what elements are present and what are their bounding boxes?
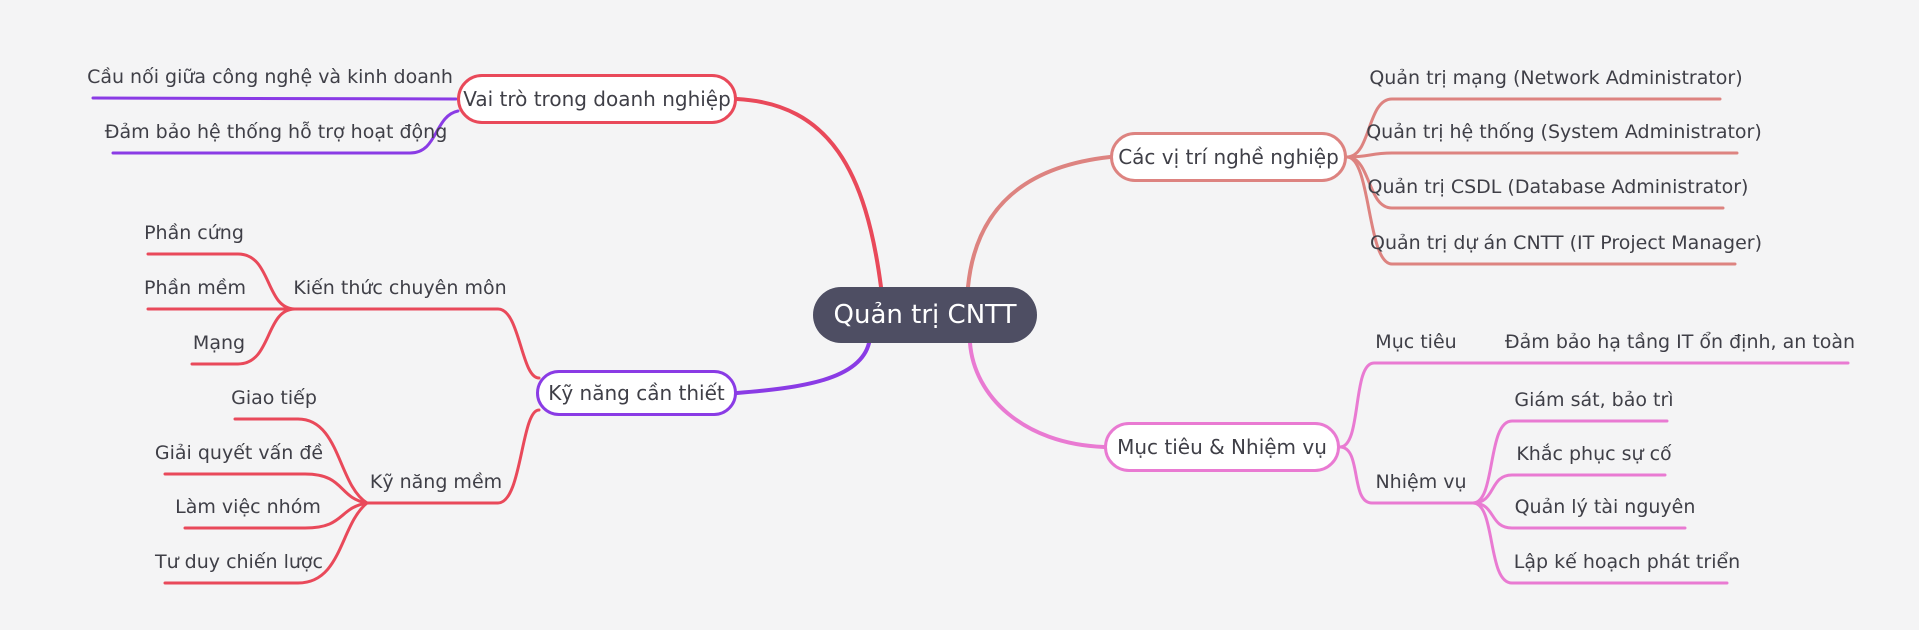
edge-nhiem-vu-line	[1338, 445, 1475, 505]
edge-dam-bao-he-thong-line	[111, 109, 460, 155]
node-quan-ly-tai-nguyen[interactable]: Quản lý tài nguyên	[1514, 496, 1696, 518]
node-khac-phuc-su-co[interactable]: Khắc phục sự cố	[1516, 443, 1672, 465]
node-quan-tri-du-an-cntt[interactable]: Quản trị dự án CNTT (IT Project Manager)	[1370, 232, 1762, 254]
edge-center-to-muc-tieu	[968, 341, 1106, 449]
node-dam-bao-he-thong-ho-tro[interactable]: Đảm bảo hệ thống hỗ trợ hoạt động	[104, 121, 448, 143]
edge-lap-ke-hoach-line	[1471, 501, 1729, 585]
node-mang[interactable]: Mạng	[192, 332, 246, 354]
node-cac-vi-tri-nghe-nghiep[interactable]: Các vị trí nghề nghiệp	[1110, 132, 1347, 182]
node-giao-tiep[interactable]: Giao tiếp	[231, 387, 317, 409]
node-kien-thuc-chuyen-mon[interactable]: Kiến thức chuyên môn	[293, 277, 507, 299]
node-lap-ke-hoach-phat-trien[interactable]: Lập kế hoạch phát triển	[1513, 551, 1741, 573]
node-quan-tri-he-thong[interactable]: Quản trị hệ thống (System Administrator)	[1366, 121, 1762, 143]
edge-khac-phuc-line	[1471, 473, 1667, 505]
node-quan-tri-mang[interactable]: Quản trị mạng (Network Administrator)	[1369, 67, 1743, 89]
edge-center-to-ky-nang	[735, 341, 871, 395]
node-ky-nang-mem[interactable]: Kỹ năng mềm	[369, 471, 503, 493]
node-phan-mem[interactable]: Phần mềm	[144, 277, 246, 299]
node-cau-noi-cong-nghe-kinh-doanh[interactable]: Cầu nối giữa công nghệ và kinh doanh	[87, 66, 453, 88]
edge-lam-viec-line	[183, 501, 369, 530]
node-tu-duy-chien-luoc[interactable]: Tư duy chiến lược	[154, 551, 324, 573]
edge-quan-ly-line	[1471, 501, 1687, 530]
edge-quan-tri-mang-line	[1345, 97, 1722, 159]
edge-muc-tieu-line	[1338, 361, 1462, 449]
node-nhiem-vu[interactable]: Nhiệm vụ	[1375, 471, 1467, 493]
edge-quan-tri-du-an-line	[1345, 155, 1737, 266]
edge-kien-thuc-line	[293, 307, 541, 380]
edge-mang-line	[190, 307, 297, 366]
node-vai-tro-trong-doanh-nghiep[interactable]: Vai trò trong doanh nghiệp	[457, 74, 737, 124]
node-quan-tri-cntt[interactable]: Quản trị CNTT	[813, 287, 1037, 343]
edge-quan-tri-he-thong-line	[1345, 151, 1739, 159]
node-muc-tieu[interactable]: Mục tiêu	[1375, 331, 1457, 353]
node-dam-bao-ha-tang-it[interactable]: Đảm bảo hạ tầng IT ổn định, an toàn	[1504, 331, 1856, 353]
edge-center-to-vai-tro	[735, 97, 883, 289]
edge-tu-duy-line	[163, 501, 369, 585]
node-quan-tri-csdl[interactable]: Quản trị CSDL (Database Administrator)	[1367, 176, 1749, 198]
node-giai-quyet-van-de[interactable]: Giải quyết vấn đề	[154, 442, 324, 464]
edge-phan-cung-line	[146, 252, 297, 311]
edge-cau-noi-line	[91, 96, 458, 101]
edge-giai-quyet-line	[163, 472, 369, 505]
node-giam-sat-bao-tri[interactable]: Giám sát, bảo trì	[1514, 389, 1674, 411]
node-muc-tieu-nhiem-vu[interactable]: Mục tiêu & Nhiệm vụ	[1104, 422, 1340, 472]
node-phan-cung[interactable]: Phần cứng	[144, 222, 244, 244]
node-lam-viec-nhom[interactable]: Làm việc nhóm	[175, 496, 321, 518]
edge-center-to-cac-vi-tri	[966, 155, 1112, 289]
edge-giam-sat-line	[1471, 419, 1669, 505]
node-ky-nang-can-thiet[interactable]: Kỹ năng cần thiết	[536, 370, 737, 416]
edge-ky-nang-mem-line	[365, 408, 541, 505]
edge-giao-tiep-line	[233, 417, 369, 505]
